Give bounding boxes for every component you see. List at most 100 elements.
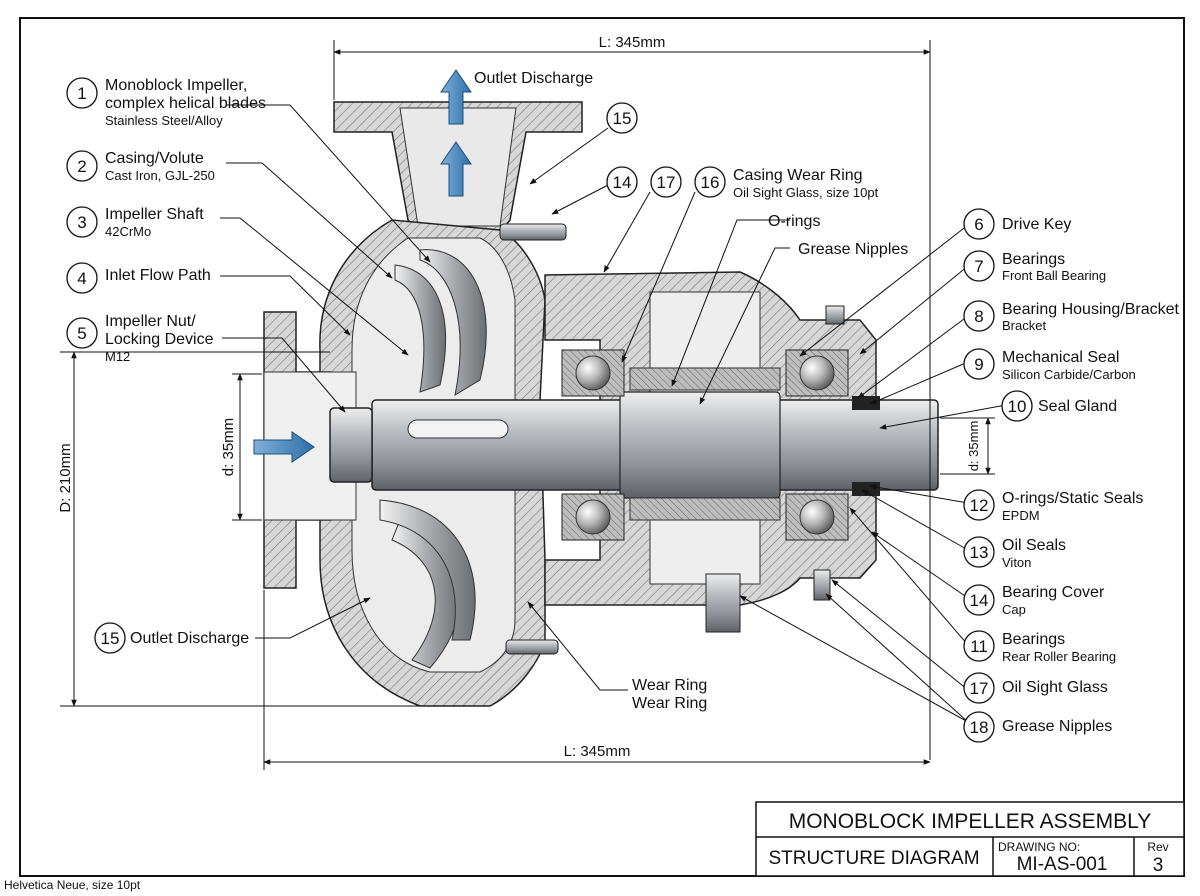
svg-text:Viton: Viton (1002, 555, 1031, 570)
oil-sight-glass (813, 569, 831, 601)
svg-text:18: 18 (970, 718, 989, 737)
callout-17-right: 17 Oil Sight Glass (963, 672, 1108, 704)
svg-text:5: 5 (77, 324, 86, 343)
dimension-lines (60, 40, 995, 770)
svg-text:7: 7 (974, 257, 983, 276)
dim-shaft-left: d: 35mm (220, 418, 237, 476)
callout-6: 6 Drive Key (963, 208, 1071, 240)
callout-12: 12 O-rings/Static Seals EPDM (963, 489, 1143, 523)
svg-text:Impeller Shaft: Impeller Shaft (105, 206, 204, 223)
callout-14-top: 14 (606, 166, 638, 198)
callout-3: 3 Impeller Shaft 42CrMo (66, 206, 204, 239)
rev-label: Rev (1147, 840, 1168, 854)
svg-text:Rear Roller Bearing: Rear Roller Bearing (1002, 649, 1116, 664)
rear-roller-bearing (785, 349, 849, 541)
callout-4: 4 Inlet Flow Path (66, 262, 211, 294)
spacer-sleeve-lower (629, 497, 781, 521)
svg-text:Oil Sight Glass: Oil Sight Glass (1002, 679, 1108, 696)
callout-15-top: 15 (606, 102, 638, 134)
dim-shaft-right: d: 35mm (966, 421, 981, 472)
svg-text:Oil Sight Glass, size 10pt: Oil Sight Glass, size 10pt (733, 185, 879, 200)
shaft-step (619, 391, 781, 499)
flow-arrow-inlet (253, 431, 315, 463)
svg-text:Casing Wear Ring: Casing Wear Ring (733, 167, 863, 184)
callout-7: 7 Bearings Front Ball Bearing (963, 250, 1106, 283)
callout-15-left: 15 Outlet Discharge (94, 622, 249, 654)
dim-top-length: L: 345mm (599, 34, 666, 51)
front-ball-bearing (561, 349, 625, 541)
svg-text:14: 14 (613, 173, 632, 192)
svg-text:Mechanical Seal: Mechanical Seal (1002, 349, 1119, 366)
svg-text:42CrMo: 42CrMo (105, 224, 151, 239)
impeller-blade-upper-2 (394, 264, 447, 393)
svg-text:Front Ball Bearing: Front Ball Bearing (1002, 268, 1106, 283)
drain-plug (705, 573, 741, 633)
spacer-sleeve (629, 367, 781, 391)
outlet-discharge-label: Outlet Discharge (474, 70, 593, 87)
drawing-no: MI-AS-001 (1017, 854, 1108, 875)
svg-text:Grease Nipples: Grease Nipples (1002, 718, 1112, 735)
grease-note: Grease Nipples (798, 241, 908, 258)
svg-text:14: 14 (970, 591, 989, 610)
svg-text:11: 11 (970, 637, 988, 656)
top-plug (825, 305, 845, 325)
rev-value: 3 (1153, 855, 1164, 876)
svg-text:Impeller Nut/: Impeller Nut/ (105, 313, 196, 330)
callout-1: 1 Monoblock Impeller, complex helical bl… (66, 77, 266, 128)
svg-text:Bearing Cover: Bearing Cover (1002, 584, 1105, 601)
shaft-keyway (407, 419, 509, 439)
callout-11: 11 Bearings Rear Roller Bearing (963, 630, 1116, 664)
svg-text:2: 2 (77, 157, 86, 176)
flow-arrow-top-1 (440, 69, 472, 125)
svg-text:Cast Iron, GJL-250: Cast Iron, GJL-250 (105, 168, 215, 183)
drawing-border (19, 17, 1185, 877)
grease-nipple-bottom (505, 639, 559, 655)
pump-cross-section (253, 69, 939, 707)
callout-16-top: 16 Casing Wear Ring Oil Sight Glass, siz… (694, 166, 879, 200)
svg-text:Locking Device: Locking Device (105, 331, 214, 348)
drawing-no-label: DRAWING NO: (998, 840, 1080, 854)
svg-text:Outlet Discharge: Outlet Discharge (130, 630, 249, 647)
callout-5: 5 Impeller Nut/ Locking Device M12 (66, 313, 214, 364)
svg-text:Seal Gland: Seal Gland (1038, 398, 1117, 415)
svg-text:17: 17 (657, 173, 676, 192)
svg-text:1: 1 (77, 84, 86, 103)
svg-text:Silicon Carbide/Carbon: Silicon Carbide/Carbon (1002, 367, 1136, 382)
svg-text:Bracket: Bracket (1002, 318, 1046, 333)
svg-text:Inlet Flow Path: Inlet Flow Path (105, 267, 211, 284)
svg-text:17: 17 (970, 679, 989, 698)
impeller-blade-upper (419, 249, 487, 397)
flow-arrow-top-2 (440, 141, 472, 197)
svg-text:Bearing Housing/Bracket: Bearing Housing/Bracket (1002, 301, 1180, 318)
svg-text:13: 13 (970, 543, 989, 562)
callout-14-right: 14 Bearing Cover Cap (963, 584, 1105, 617)
dim-bottom-length: L: 345mm (564, 743, 631, 760)
svg-text:Casing/Volute: Casing/Volute (105, 150, 204, 167)
callout-8: 8 Bearing Housing/Bracket Bracket (963, 300, 1180, 333)
svg-text:15: 15 (613, 109, 632, 128)
title-block-title: MONOBLOCK IMPELLER ASSEMBLY (789, 810, 1152, 833)
grease-nipple-top (499, 223, 567, 241)
svg-text:10: 10 (1008, 397, 1027, 416)
callout-2: 2 Casing/Volute Cast Iron, GJL-250 (66, 150, 215, 183)
leader-lines (220, 104, 1007, 723)
svg-text:Cap: Cap (1002, 602, 1026, 617)
impeller-nut (329, 407, 373, 483)
static-seal (852, 482, 880, 496)
svg-text:3: 3 (77, 213, 86, 232)
svg-text:M12: M12 (105, 349, 130, 364)
svg-text:Drive Key: Drive Key (1002, 216, 1071, 233)
wear-ring-label-1: Wear Ring (632, 677, 707, 694)
svg-text:Monoblock Impeller,: Monoblock Impeller, (105, 77, 247, 94)
svg-text:9: 9 (974, 355, 983, 374)
dim-height: D: 210mm (57, 443, 74, 512)
svg-text:8: 8 (974, 307, 983, 326)
svg-text:Bearings: Bearings (1002, 631, 1065, 648)
wear-ring-label-2: Wear Ring (632, 695, 707, 712)
svg-text:Bearings: Bearings (1002, 251, 1065, 268)
callout-13: 13 Oil Seals Viton (963, 536, 1066, 570)
svg-text:Oil Seals: Oil Seals (1002, 537, 1066, 554)
mechanical-seal (852, 396, 880, 410)
callout-10: 10 Seal Gland (1001, 390, 1117, 422)
